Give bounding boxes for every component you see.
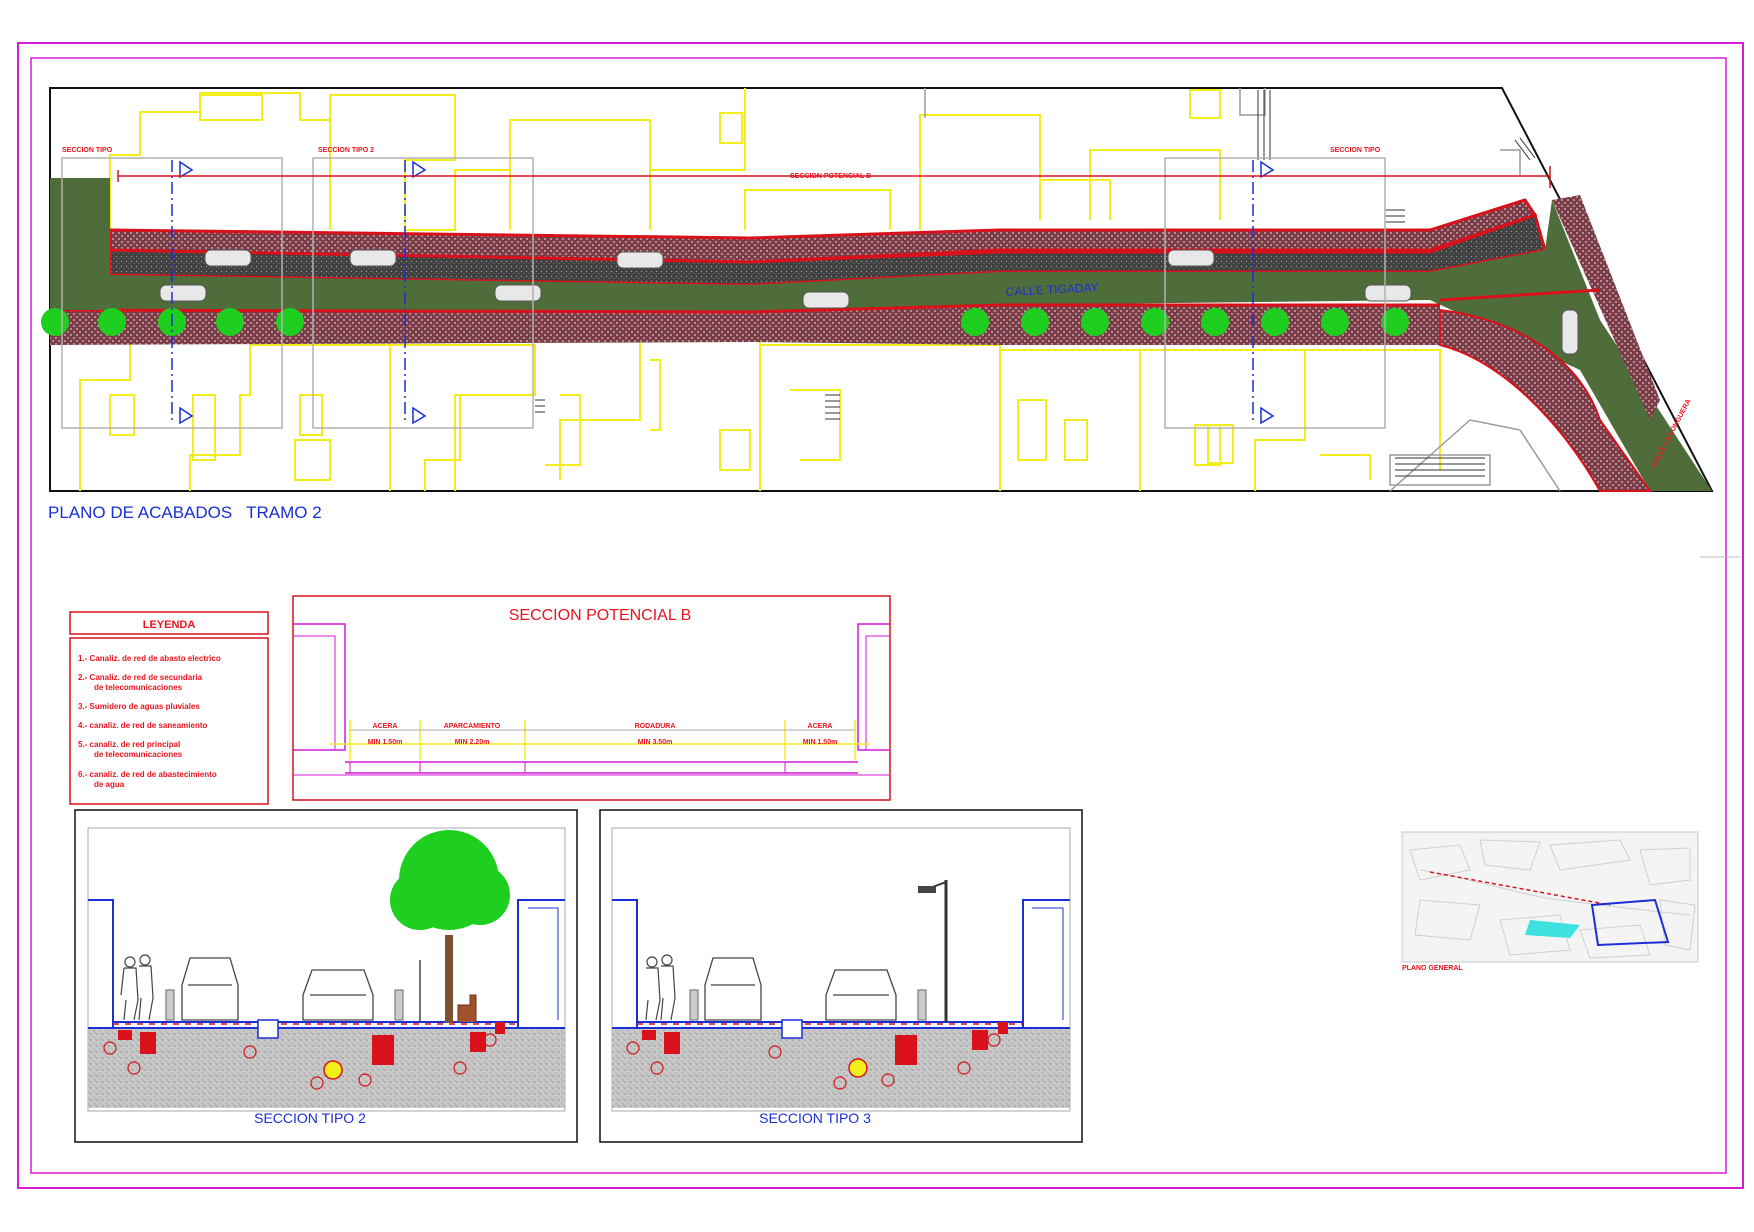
legend-item-2: 2.- Canaliz. de red de secundaria <box>78 673 203 682</box>
plan-title: PLANO DE ACABADOS TRAMO 2 <box>48 503 322 522</box>
legend-item-5-cont: de telecomunicaciones <box>94 750 183 759</box>
plan-label-section-tipo-left: SECCION TIPO <box>62 147 113 154</box>
location-map-caption: PLANO GENERAL <box>1402 965 1463 972</box>
legend-item-3: 3.- Sumidero de aguas pluviales <box>78 702 200 711</box>
section-b-zone-1-label: ACERA <box>373 723 398 730</box>
legend-title: LEYENDA <box>143 619 196 631</box>
street-trees <box>41 308 1409 336</box>
plan-view: SECCION TIPO SECCION TIPO 2 SECCION POTE… <box>41 87 1714 492</box>
inner-frame <box>30 57 1727 1174</box>
section-b-zone-1-dim: MIN 1.50m <box>368 739 403 746</box>
street-name: CALLE TIGADAY <box>1005 280 1099 299</box>
plan-label-section-tipo-2: SECCION TIPO 2 <box>318 147 374 154</box>
section-3-title: SECCION TIPO 3 <box>759 1110 871 1126</box>
section-potencial-b: SECCION POTENCIAL B ACERA MIN 1.50m APAR… <box>292 595 891 801</box>
section-tipo-2: SECCION TIPO 2 <box>74 809 578 1143</box>
legend-item-6: 6.- canaliz. de red de abastecimiento <box>78 770 217 779</box>
legend-item-5: 5.- canaliz. de red principal <box>78 740 180 749</box>
legend-item-2-cont: de telecomunicaciones <box>94 683 183 692</box>
section-b-zone-3-label: RODADURA <box>635 723 676 730</box>
outer-frame <box>17 42 1744 1189</box>
section-tipo-3: SECCION TIPO 3 <box>599 809 1083 1143</box>
legend: LEYENDA 1.- Canaliz. de red de abasto el… <box>69 611 269 805</box>
legend-item-4: 4.- canaliz. de red de saneamiento <box>78 721 207 730</box>
section-b-zone-2-label: APARCAMIENTO <box>444 723 501 730</box>
section-b-zone-3-dim: MIN 3.50m <box>638 739 673 746</box>
section-b-zone-4-label: ACERA <box>808 723 833 730</box>
plan-label-section-potencial-b: SECCION POTENCIAL B <box>790 173 871 180</box>
section-b-title: SECCION POTENCIAL B <box>509 607 692 624</box>
section-2-title: SECCION TIPO 2 <box>254 1110 366 1126</box>
section-b-zone-2-dim: MIN 2.20m <box>455 739 490 746</box>
plan-label-section-tipo-right: SECCION TIPO <box>1330 147 1381 154</box>
parked-cars <box>159 249 1579 355</box>
section-b-zone-4-dim: MIN 1.50m <box>803 739 838 746</box>
legend-item-1: 1.- Canaliz. de red de abasto electrico <box>78 654 221 663</box>
buildings-north <box>109 88 1221 231</box>
legend-item-6-cont: de agua <box>94 780 125 789</box>
location-map: PLANO GENERAL <box>1401 831 1699 972</box>
